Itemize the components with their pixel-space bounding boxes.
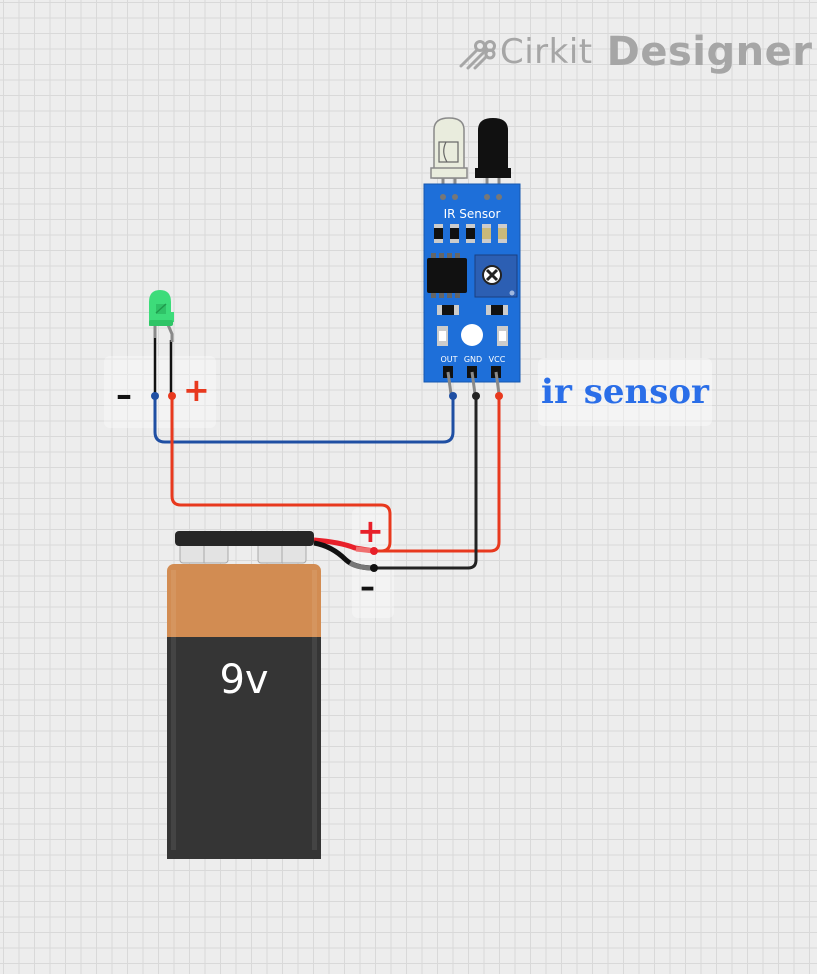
comparator-ic bbox=[427, 253, 467, 298]
battery-plus-terminal[interactable] bbox=[370, 547, 378, 555]
led-anode-pin[interactable] bbox=[168, 392, 176, 400]
wire-led-cathode-to-out[interactable] bbox=[153, 396, 455, 444]
pin-label-vcc: VCC bbox=[489, 355, 506, 364]
led-plus-label: + bbox=[183, 371, 210, 409]
pin-label-gnd: GND bbox=[464, 355, 482, 364]
ir-emitter-led bbox=[430, 117, 468, 179]
led-minus-label: – bbox=[116, 376, 132, 414]
led-cathode-pin[interactable] bbox=[151, 392, 159, 400]
battery-voltage-label: 9v bbox=[219, 657, 268, 703]
pin-label-out: OUT bbox=[440, 355, 457, 364]
battery-minus-label: – bbox=[360, 570, 375, 605]
wire-led-anode-to-battery-plus[interactable] bbox=[170, 396, 392, 553]
green-led[interactable] bbox=[149, 290, 176, 400]
pin-vcc[interactable] bbox=[495, 392, 503, 400]
wire-gnd-to-battery-minus[interactable] bbox=[374, 396, 478, 570]
circuit-traces-icon bbox=[459, 40, 496, 70]
led-polarity-label-box bbox=[104, 356, 216, 428]
pin-out[interactable] bbox=[449, 392, 457, 400]
potentiometer[interactable] bbox=[474, 254, 518, 298]
ir-sensor-board-label: IR Sensor bbox=[444, 207, 501, 221]
wire-vcc-to-battery-plus[interactable] bbox=[374, 396, 501, 553]
ir-receiver-led bbox=[475, 118, 511, 178]
pin-gnd[interactable] bbox=[472, 392, 480, 400]
product-name: Designer bbox=[606, 29, 813, 75]
battery-plus-label: + bbox=[357, 512, 384, 550]
brand-name: Cirkit bbox=[500, 32, 593, 72]
battery-9v[interactable]: 9v bbox=[167, 531, 378, 859]
cirkit-designer-logo: Cirkit Designer bbox=[458, 26, 812, 78]
ir-sensor-annotation: ir sensor bbox=[538, 358, 712, 426]
battery-polarity-label-box bbox=[352, 508, 394, 618]
ir-sensor-module[interactable]: IR Sensor bbox=[423, 117, 521, 400]
battery-minus-terminal[interactable] bbox=[370, 564, 378, 572]
